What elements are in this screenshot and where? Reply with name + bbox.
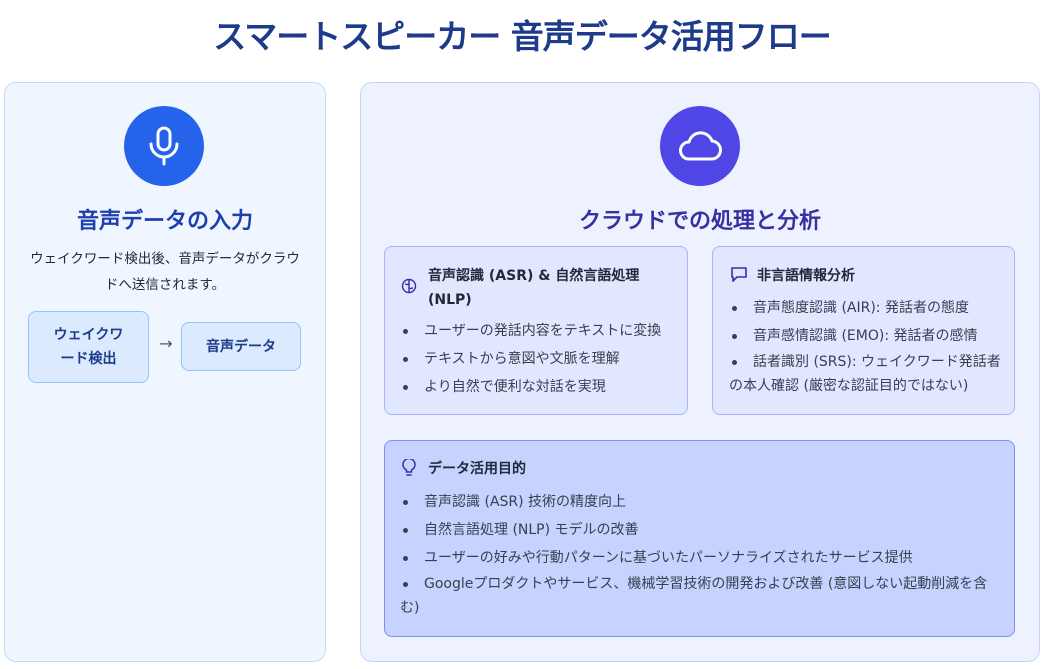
- nonverbal-analysis-card: [712, 246, 1015, 415]
- purpose-list: 音声認識 (ASR) 技術の精度向上 自然言語処理 (NLP) モデルの改善 ユ…: [400, 488, 1000, 620]
- list-item: 音声認識 (ASR) 技術の精度向上: [400, 488, 1000, 516]
- input-section-title: 音声データの入力: [76, 209, 253, 234]
- list-item: 音声態度認識 (AIR): 発話者の態度: [729, 294, 1005, 322]
- purpose-card-title: データ活用目的: [428, 461, 526, 477]
- asr-nlp-card: [384, 246, 688, 415]
- list-item: テキストから意図や文脈を理解: [400, 345, 680, 373]
- brain-icon: [401, 278, 417, 294]
- cloud-section-title: クラウドでの処理と分析: [578, 209, 821, 234]
- list-item: 音声感情認識 (EMO): 発話者の感情: [729, 322, 1005, 350]
- nonverbal-list: 音声態度認識 (AIR): 発話者の態度 音声感情認識 (EMO): 発話者の感…: [729, 294, 1005, 398]
- flow-step-wakeword-label: ウェイクワード検出: [53, 327, 124, 367]
- nonverbal-card-title: 非言語情報分析: [757, 268, 855, 284]
- page-title: スマートスピーカー 音声データ活用フロー: [213, 17, 832, 56]
- data-purpose-card: [384, 440, 1015, 637]
- asr-nlp-list: ユーザーの発話内容をテキストに変換 テキストから意図や文脈を理解 より自然で便利…: [400, 317, 680, 401]
- list-item: ユーザーの好みや行動パターンに基づいたパーソナライズされたサービス提供: [400, 544, 1000, 572]
- flow-arrow: →: [159, 334, 173, 353]
- speech-bubble-icon: [731, 267, 747, 282]
- list-item: 自然言語処理 (NLP) モデルの改善: [400, 516, 1000, 544]
- lightbulb-icon: [402, 459, 416, 476]
- flow-step-audio-data: 音声データ: [181, 322, 301, 371]
- flow-step-audio-label: 音声データ: [206, 338, 276, 355]
- asr-nlp-card-title: 音声認識 (ASR) & 自然言語処理 (NLP): [428, 268, 640, 308]
- cloud-icon-circle: [660, 106, 740, 186]
- list-item: Googleプロダクトやサービス、機械学習技術の開発および改善 (意図しない起動…: [400, 572, 1000, 620]
- list-item: 話者識別 (SRS): ウェイクワード発話者の本人確認 (厳密な認証目的ではない…: [729, 350, 1005, 398]
- cloud-icon: [679, 131, 722, 161]
- microphone-icon-circle: [124, 106, 204, 186]
- flow-step-wakeword: ウェイクワード検出: [28, 311, 149, 383]
- input-description: ウェイクワード検出後、音声データがクラウドへ送信されます。: [30, 251, 300, 293]
- microphone-icon: [149, 126, 179, 166]
- list-item: ユーザーの発話内容をテキストに変換: [400, 317, 680, 345]
- list-item: より自然で便利な対話を実現: [400, 373, 680, 401]
